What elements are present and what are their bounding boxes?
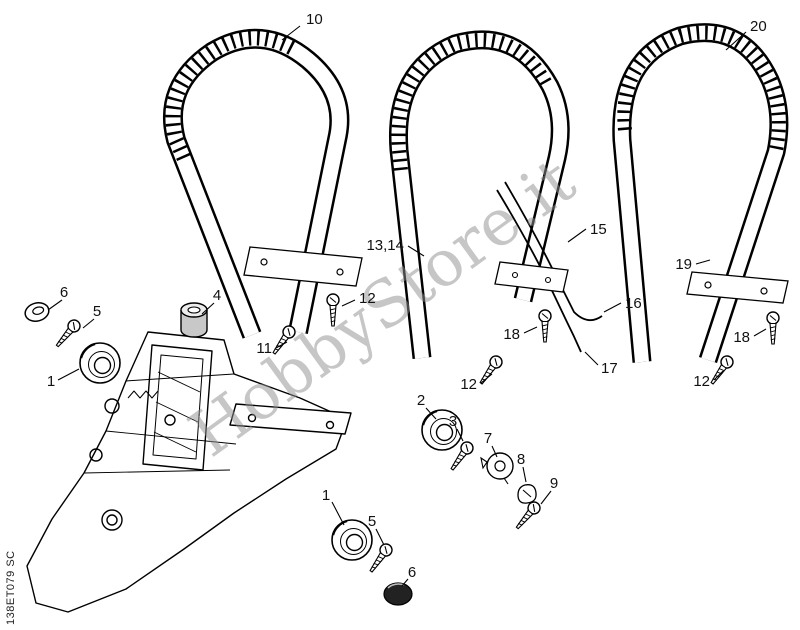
callout-12-mid: 12 xyxy=(460,376,477,393)
callout-4: 4 xyxy=(213,287,221,304)
handlebar-3 xyxy=(612,23,789,363)
callout-7: 7 xyxy=(484,430,492,447)
callout-3: 3 xyxy=(449,413,457,430)
callout-15: 15 xyxy=(590,221,607,238)
part-12-screw-middle xyxy=(475,352,506,388)
callout-13-14: 13,14 xyxy=(366,237,404,254)
part-18-screw-right xyxy=(766,311,780,345)
callout-12-right: 12 xyxy=(693,373,710,390)
callout-16: 16 xyxy=(625,295,642,312)
part-18-screw-middle xyxy=(538,309,552,343)
callout-12-left: 12 xyxy=(359,290,376,307)
callout-8: 8 xyxy=(517,451,525,468)
handlebar-2 xyxy=(388,30,603,360)
callout-17: 17 xyxy=(601,360,618,377)
part-7-interlock xyxy=(480,452,514,485)
part-5-screw-top xyxy=(51,316,84,351)
part-9-screw xyxy=(511,498,544,533)
callout-1-left: 1 xyxy=(47,373,55,390)
callout-19: 19 xyxy=(675,256,692,273)
mount-bracket xyxy=(686,271,789,304)
part-4-bushing xyxy=(180,302,208,338)
callout-18-mid: 18 xyxy=(503,326,520,343)
part-6-plug-top xyxy=(22,299,52,325)
part-8-clip xyxy=(517,484,537,504)
callout-20: 20 xyxy=(750,18,767,35)
part-6-plug-bottom xyxy=(383,582,413,606)
small-parts xyxy=(22,293,780,606)
callout-11: 11 xyxy=(256,340,272,357)
callout-5-bottom: 5 xyxy=(368,513,376,530)
part-code: 138ET079 SC xyxy=(5,550,17,625)
callout-1-bottom: 1 xyxy=(322,487,330,504)
grip-hatching xyxy=(165,30,296,162)
callout-5-top: 5 xyxy=(93,303,101,320)
handlebar-1 xyxy=(163,28,363,339)
part-1-buffer-bottom xyxy=(330,518,374,562)
callout-2: 2 xyxy=(417,392,425,409)
mount-bracket xyxy=(243,246,363,287)
callout-10: 10 xyxy=(306,11,323,28)
callout-6-bottom: 6 xyxy=(408,564,416,581)
callout-9: 9 xyxy=(550,475,558,492)
mount-bracket xyxy=(494,261,569,293)
callout-18-right: 18 xyxy=(733,329,750,346)
leader-lines xyxy=(47,25,767,587)
part-1-buffer-left xyxy=(78,341,122,385)
callouts: 10 13,14 12 11 6 5 4 1 15 16 17 19 18 12… xyxy=(47,11,767,581)
chainsaw-body xyxy=(26,331,352,613)
callout-6-top: 6 xyxy=(60,284,68,301)
